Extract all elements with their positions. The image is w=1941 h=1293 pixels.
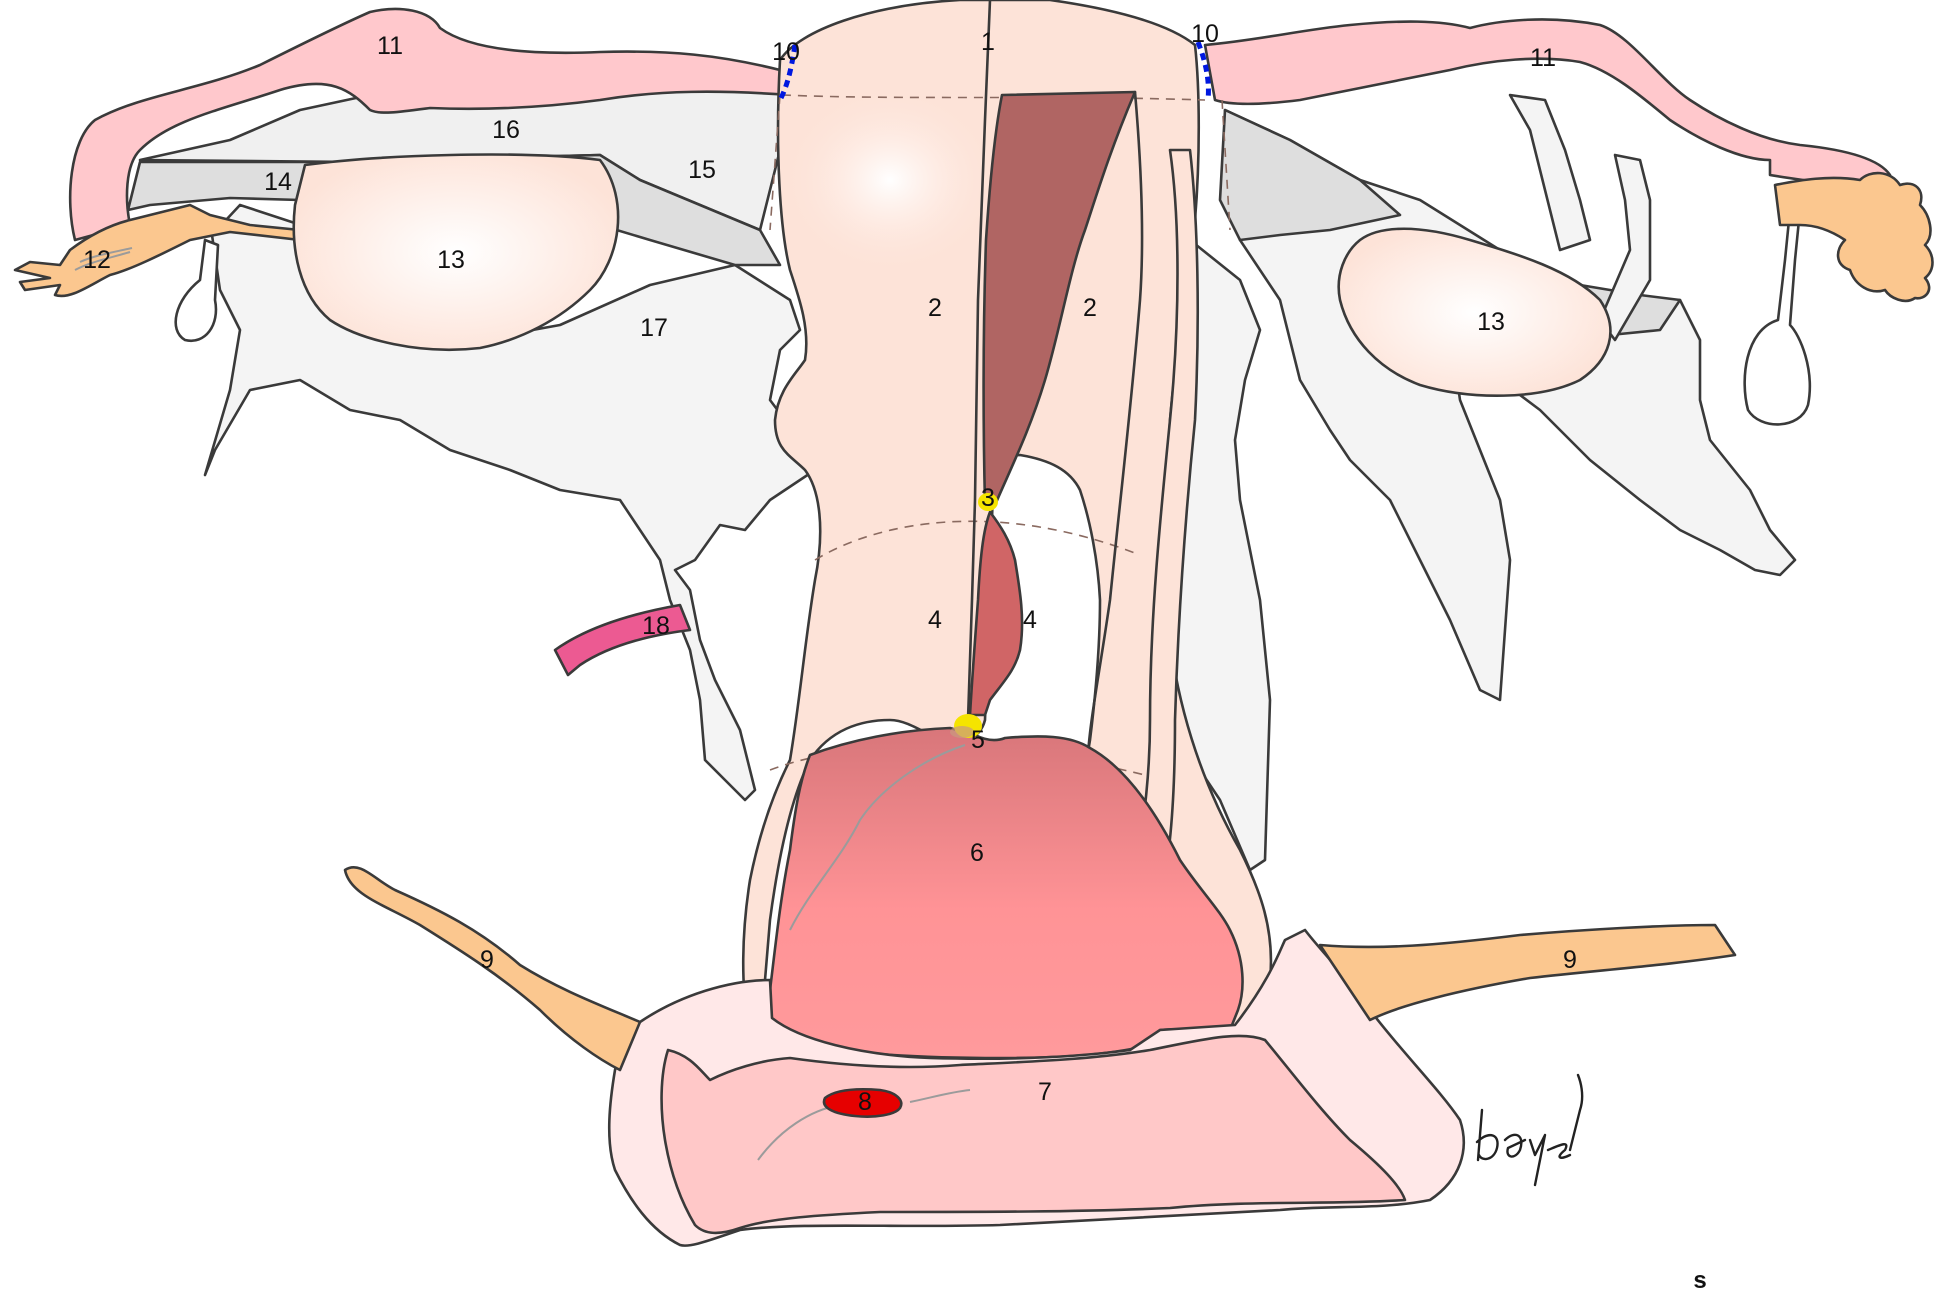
label-tube-junction-right: 10 xyxy=(1191,20,1219,48)
label-mesosalpinx: 16 xyxy=(492,116,520,144)
label-anatomical-os: 3 xyxy=(981,484,995,512)
label-fundus: 1 xyxy=(981,28,995,56)
label-round-ligament-left: 9 xyxy=(480,946,494,974)
fundus-highlight xyxy=(780,85,1000,275)
label-broad-ligament: 17 xyxy=(640,314,668,342)
label-ovary-left: 13 xyxy=(437,246,465,274)
label-round-ligament-right: 9 xyxy=(1563,946,1577,974)
ligament-band-right xyxy=(1220,110,1400,240)
label-ovarian-ligament: 14 xyxy=(264,168,292,196)
label-vagina: 7 xyxy=(1038,1078,1052,1106)
round-ligament-right xyxy=(1320,925,1735,1020)
label-isthmus-right: 4 xyxy=(1023,606,1037,634)
label-tube-junction-left: 10 xyxy=(772,38,800,66)
corner-mark: s xyxy=(1693,1267,1706,1293)
label-ovary-right: 13 xyxy=(1477,308,1505,336)
fimbriae-right xyxy=(1775,173,1933,301)
label-hymen-orifice: 8 xyxy=(858,1088,872,1116)
appendage-strip-right-a xyxy=(1510,95,1590,250)
label-tube-right: 11 xyxy=(1530,44,1556,72)
appendage-loop-right xyxy=(1745,210,1810,424)
label-cervix: 6 xyxy=(970,839,984,867)
label-fimbriae-left: 12 xyxy=(83,246,111,274)
label-tube-left: 11 xyxy=(377,32,403,60)
signature xyxy=(1477,1075,1582,1185)
label-suspensory-ligament: 15 xyxy=(688,156,716,184)
label-isthmus-left: 4 xyxy=(928,606,942,634)
label-body-right: 2 xyxy=(1083,294,1097,322)
appendage-loop-left xyxy=(176,240,218,341)
label-ureter: 18 xyxy=(642,612,670,640)
label-external-os: 5 xyxy=(971,726,985,754)
label-body-left: 2 xyxy=(928,294,942,322)
